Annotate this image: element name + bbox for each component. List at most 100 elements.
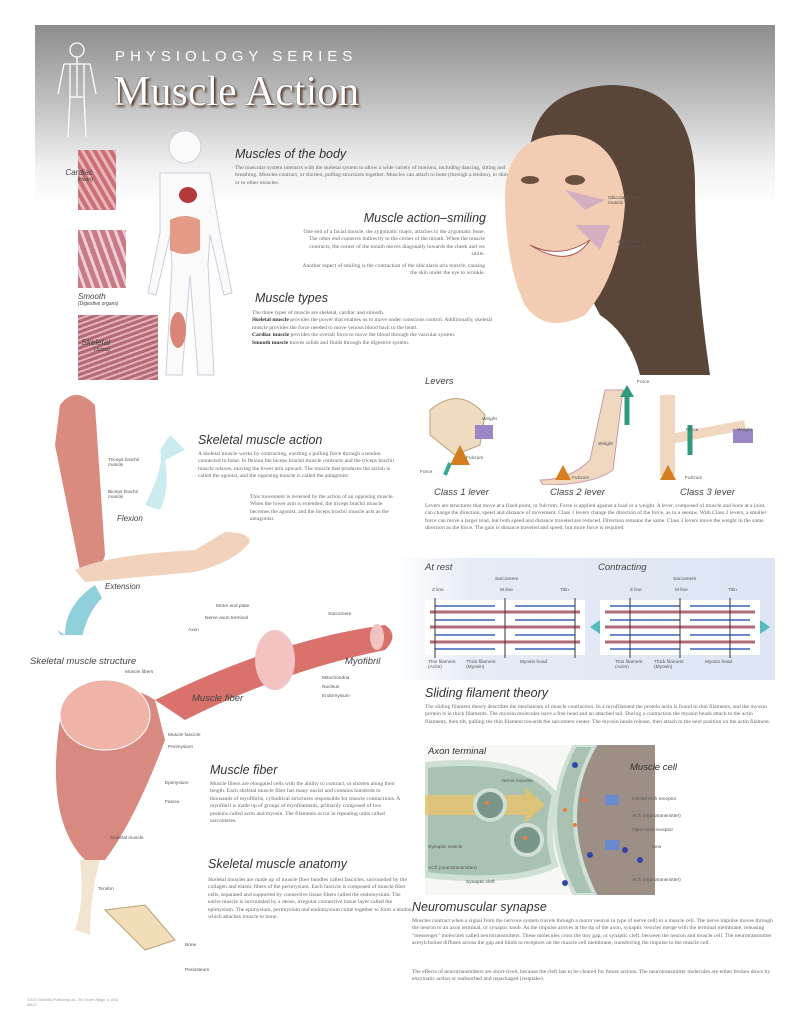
lever3-force-label: Force xyxy=(686,428,699,433)
rest-thick-label: Thick filament (Myosin) xyxy=(466,660,496,670)
series-label: PHYSIOLOGY SERIES xyxy=(115,48,358,65)
ach-left-label: ACh (neurotransmitter) xyxy=(428,866,477,871)
contract-zline-label: Z line xyxy=(630,588,642,593)
nucleus-label: Nucleus xyxy=(322,685,340,690)
nerve-axon-label: Nerve axon terminal xyxy=(205,616,248,621)
sarcomere-structure-label: Sarcomere xyxy=(328,612,352,617)
lever1-force-label: Force xyxy=(420,470,433,475)
ach-right-label: ACh (neurotransmitter) xyxy=(632,814,681,819)
nerve-impulse-label: Nerve impulse xyxy=(502,779,533,784)
motor-end-plate-label: Motor end plate xyxy=(216,604,250,609)
endomysium-label: Endomysium xyxy=(322,694,350,699)
footer: ©2013 Scientific Publishing Ltd., Elk Gr… xyxy=(27,998,118,1008)
periosteum-label: Periosteum xyxy=(185,968,210,973)
cardiac-muscle-image xyxy=(78,150,116,210)
sliding-heading: Sliding filament theory xyxy=(425,686,548,700)
muscle-types-text: The three types of muscle are skeletal, … xyxy=(252,310,493,346)
lever-illustrations xyxy=(429,385,753,485)
contract-mline-label: M line xyxy=(675,588,688,593)
synapse-text-2: The effects of neurotransmitters are sho… xyxy=(412,969,771,983)
skeletal-action-text-1: A skeletal muscle works by contracting, … xyxy=(198,451,395,480)
class1-lever-label: Class 1 lever xyxy=(434,487,489,498)
closed-receptor-label: Closed ACh receptor xyxy=(632,797,677,802)
axon-label: Axon xyxy=(188,628,199,633)
flexion-label: Flexion xyxy=(117,514,143,523)
rest-head-label: Myosin head xyxy=(520,660,548,665)
rest-titin-label: Titin xyxy=(560,588,569,593)
obicularis-label: Obicularis oris muscle xyxy=(608,196,639,206)
muscle-structure-illustration xyxy=(55,624,393,951)
lever1-weight-label: Weight xyxy=(482,417,497,422)
lever1-fulcrum-label: Fulcrum xyxy=(466,456,484,461)
rest-thin-label: Thin filament (Actin) xyxy=(428,660,456,670)
triceps-label: Triceps brachii muscle xyxy=(108,458,140,468)
muscle-cell-label: Muscle cell xyxy=(630,762,677,773)
muscle-fibers-label: Muscle fibers xyxy=(125,670,154,675)
page-title: Muscle Action xyxy=(113,69,360,115)
structure-heading: Skeletal muscle structure xyxy=(30,656,137,667)
skeletal-muscle-label: Skeletal muscle xyxy=(110,836,144,841)
human-silhouette-icon xyxy=(57,42,97,138)
smiling-text-2: Another aspect of smiling is the contrac… xyxy=(302,263,485,277)
mitochondria-label: Mitochondria xyxy=(322,676,350,681)
contract-titin-label: Titin xyxy=(728,588,737,593)
myofibril-label: Myofibril xyxy=(345,656,381,667)
smiling-heading: Muscle action–smiling xyxy=(363,211,486,225)
lever2-fulcrum-label: Fulcrum xyxy=(572,476,590,481)
skeletal-label: Skeletal(Joints) xyxy=(81,338,110,353)
synaptic-cleft-label: Synaptic cleft xyxy=(466,880,495,885)
lever2-force-label: Force xyxy=(637,380,650,385)
muscle-fiber-text: Muscle fibers are elongated cells with t… xyxy=(210,781,400,825)
muscles-body-heading: Muscles of the body xyxy=(235,147,347,161)
arm-illustration xyxy=(55,395,250,635)
at-rest-heading: At rest xyxy=(425,562,453,573)
contract-sarcomere-label: Sarcomere xyxy=(673,577,697,582)
skeletal-action-heading: Skeletal muscle action xyxy=(198,433,323,447)
sarcomere-diagrams xyxy=(425,598,770,658)
cardiac-label: Cardiac(Heart) xyxy=(65,168,93,183)
smooth-label: Smooth(Digestive organs) xyxy=(78,292,119,307)
skeletal-muscle-image xyxy=(78,315,158,380)
epimysium-label: Epimysium xyxy=(165,781,189,786)
synaptic-vesicle-label: Synaptic vesicle xyxy=(428,845,463,850)
smiling-face-illustration xyxy=(505,85,710,375)
fascia-label: Fascia xyxy=(165,800,180,805)
levers-text: Levers are structures that move at a fix… xyxy=(425,503,767,532)
anatomy-heading: Skeletal muscle anatomy xyxy=(208,857,347,871)
rest-mline-label: M line xyxy=(500,588,513,593)
rest-sarcomere-label: Sarcomere xyxy=(495,577,519,582)
muscle-types-heading: Muscle types xyxy=(255,291,328,305)
perimysium-label: Perimysium xyxy=(168,745,194,750)
body-figure-illustration xyxy=(147,130,233,376)
tendon-label: Tendon xyxy=(98,887,114,892)
contract-thick-label: Thick filament (Myosin) xyxy=(654,660,684,670)
contracting-heading: Contracting xyxy=(598,562,647,573)
ach-bottom-label: ACh (neurotransmitter) xyxy=(632,878,681,883)
lever3-fulcrum-label: Fulcrum xyxy=(685,476,703,481)
extension-label: Extension xyxy=(105,582,141,591)
sliding-text: The sliding filament theory describes th… xyxy=(425,704,771,725)
lever3-weight-label: Weight xyxy=(737,428,752,433)
smiling-text-1: One end of a facial muscle, the zygomati… xyxy=(303,229,485,258)
biceps-label: Biceps brachii muscle xyxy=(108,490,138,500)
synapse-heading: Neuromuscular synapse xyxy=(412,900,547,914)
bone-label: Bone xyxy=(185,943,197,948)
muscle-fascicle-label: Muscle fascicle xyxy=(168,733,201,738)
lever2-weight-label: Weight xyxy=(598,442,613,447)
copyright: ©2013 Scientific Publishing Ltd., Elk Gr… xyxy=(27,998,118,1002)
smooth-muscle-image xyxy=(78,230,126,288)
contract-head-label: Myosin head xyxy=(705,660,733,665)
synapse-illustration xyxy=(425,745,655,895)
open-receptor-label: Open ACh receptor xyxy=(632,828,674,833)
muscle-fiber-heading: Muscle fiber xyxy=(210,763,278,777)
muscles-body-text: The muscular system interacts with the s… xyxy=(235,165,508,186)
rest-zline-label: Z line xyxy=(432,588,444,593)
synapse-text-1: Muscles contract when a signal from the … xyxy=(412,918,773,947)
ions-label: Ions xyxy=(652,845,662,850)
class3-lever-label: Class 3 lever xyxy=(680,487,735,498)
class2-lever-label: Class 2 lever xyxy=(550,487,605,498)
contract-thin-label: Thin filament (Actin) xyxy=(615,660,643,670)
zygomatic-label: Zygomatic major muscle xyxy=(618,240,647,250)
muscle-fiber-label: Muscle fiber xyxy=(192,693,244,704)
levers-heading: Levers xyxy=(425,376,454,387)
